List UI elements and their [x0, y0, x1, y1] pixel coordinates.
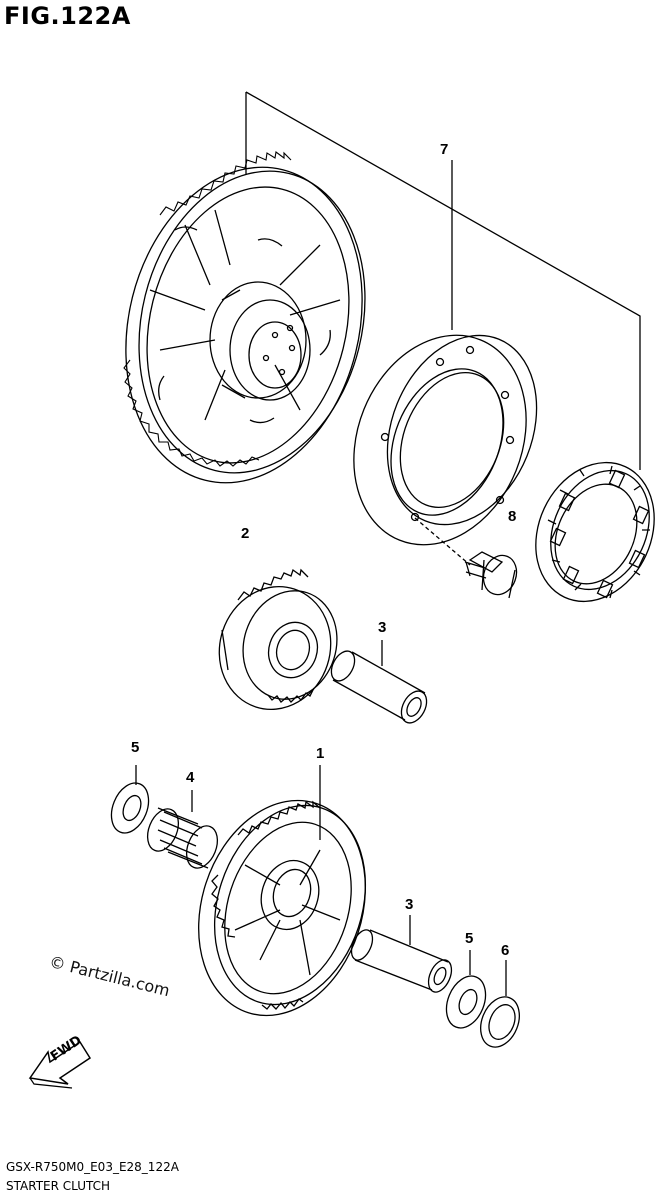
callout-7: 7: [440, 141, 449, 158]
callout-8: 8: [508, 508, 517, 525]
callout-3-lower: 3: [405, 896, 414, 913]
needle-bearing: [146, 790, 219, 869]
callout-3-upper: 3: [378, 619, 387, 636]
figure-title: FIG.122A: [4, 2, 131, 30]
figure-name: STARTER CLUTCH: [6, 1179, 111, 1193]
idle-gear: [218, 568, 338, 711]
leader-bracket: [245, 91, 641, 470]
callout-6: 6: [501, 942, 510, 959]
starter-clutch-body: [353, 334, 538, 546]
shaft-upper: [330, 640, 428, 724]
callout-5-right: 5: [465, 930, 474, 947]
washer-right: [445, 950, 487, 1029]
washer-6: [480, 960, 520, 1048]
shaft-lower: [350, 915, 453, 993]
callout-2: 2: [241, 525, 250, 542]
bolt: [414, 517, 518, 599]
fwd-arrow-icon: [28, 1040, 92, 1089]
callout-4: 4: [186, 769, 195, 786]
starter-driven-gear-assembly: [123, 151, 366, 484]
starter-idle-gear: [198, 765, 367, 1017]
washer-left: [110, 765, 150, 834]
callout-5-left: 5: [131, 739, 140, 756]
callout-1: 1: [316, 745, 325, 762]
one-way-clutch: [535, 461, 655, 603]
figure-code: GSX-R750M0_E03_E28_122A: [6, 1160, 179, 1174]
